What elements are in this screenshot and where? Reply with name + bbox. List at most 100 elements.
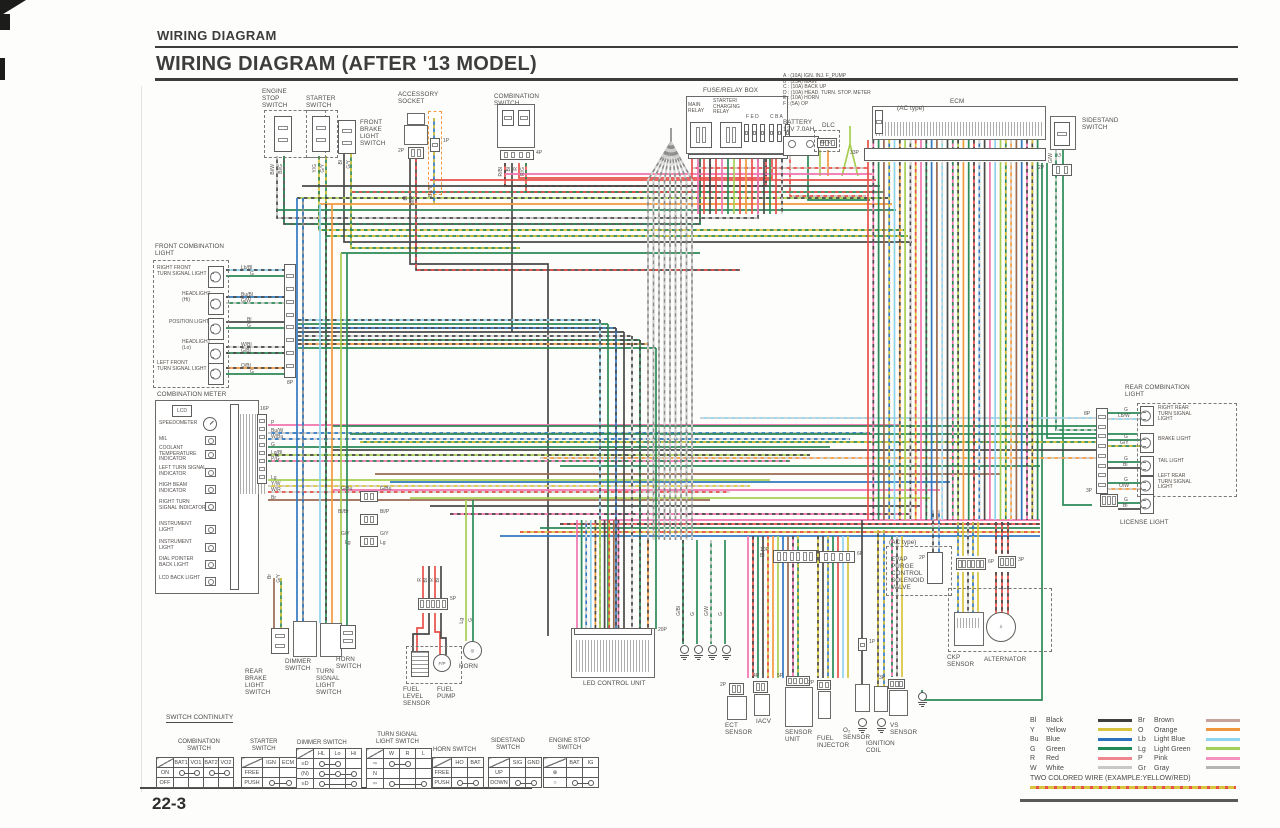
- table-corner-cell: [296, 748, 314, 759]
- fuse-b-pin: [777, 131, 782, 135]
- diagram-label: Bl: [1123, 503, 1128, 509]
- legend-name: Pink: [1154, 755, 1168, 762]
- two-colored-wire-label: TWO COLORED WIRE (EXAMPLE:YELLOW/RED): [1030, 775, 1191, 782]
- diagram-label: 5P: [450, 596, 457, 602]
- combination-switch-4p-connector: [500, 150, 534, 160]
- table-col-header: W: [383, 748, 400, 759]
- o2-ground-l3: [860, 732, 864, 733]
- diagram-label: INSTRUMENT LIGHT: [159, 521, 192, 533]
- diagram-label: ENGINE STOP SWITCH: [262, 88, 288, 110]
- diagram-label: G/Bl: [676, 606, 682, 616]
- diagram-label: G/W: [241, 298, 251, 304]
- diagram-label: 3P: [1018, 557, 1025, 563]
- fuse-e: [752, 124, 757, 142]
- bottom-right-rule: [1020, 799, 1238, 802]
- tail-light-bulb: [1140, 456, 1154, 476]
- o2-1p-connector-pin: [859, 642, 866, 647]
- coolant-temp-icon-dot: [207, 451, 214, 458]
- combination-switch-conn-b: [518, 110, 530, 126]
- front-light-8p-connector-pin: [286, 286, 294, 291]
- diagram-label: TAIL LIGHT: [1158, 458, 1185, 464]
- o2-sensor-body: [855, 684, 870, 712]
- diagram-label: RIGHT TURN SIGNAL INDICATOR: [159, 499, 206, 511]
- sensor-unit-5p-connector-pin: [793, 677, 798, 685]
- rear-light-8p-connector-pin: [1098, 483, 1106, 488]
- turn-signal-switch-box: [320, 623, 342, 657]
- sensor-unit-5p-connector-pin: [803, 677, 808, 685]
- left-front-turn-signal-bulb-filament: [210, 368, 221, 380]
- diagram-label: R/G: [520, 167, 526, 176]
- table-cell: [203, 777, 219, 788]
- diagram-label: Lb/Bl: [241, 265, 253, 271]
- wire: [343, 154, 912, 243]
- table-row: OFF: [156, 777, 234, 788]
- legend-name: Gray: [1154, 764, 1170, 772]
- diagram-label: G: [1124, 497, 1128, 503]
- diagram-label: DLC: [822, 122, 835, 129]
- table-row: ⇨: [366, 758, 432, 769]
- rear-light-8p-connector-pin: [1098, 473, 1106, 478]
- table-cell: [279, 767, 297, 778]
- meter-16p-connector-pin: [258, 427, 266, 431]
- continuity-table-title: COMBINATION SWITCH: [178, 739, 220, 752]
- front-light-8p-connector-pin: [286, 364, 294, 368]
- diagram-label: 6P: [857, 551, 864, 557]
- ground-2-l2: [695, 657, 701, 658]
- meter-16p-connector-pin: [258, 419, 266, 423]
- rear-combination-light-box: [1137, 403, 1237, 497]
- diagram-label: 3P: [1086, 488, 1093, 494]
- wire: [518, 154, 773, 179]
- table-row-label: DOWN: [488, 777, 510, 788]
- license-3p-connector-pin: [1102, 496, 1106, 505]
- rear-light-8p-connector-pin: [1098, 414, 1106, 419]
- diagram-label: Bl/R: [410, 196, 416, 206]
- table-row: FREE: [241, 767, 297, 778]
- iacv-4p-connector-pin: [755, 683, 760, 691]
- table-corner-cell: [156, 757, 174, 768]
- legend-code: O: [1138, 726, 1144, 734]
- dlc-connector-pin: [819, 139, 824, 147]
- tail-light-bulb-pin: [1143, 468, 1146, 470]
- vs-ground-l3: [920, 706, 924, 707]
- fuse-c-pin: [769, 131, 774, 135]
- diagram-label: Bu/Bl: [241, 292, 253, 298]
- table-cell: [415, 778, 432, 789]
- ecm-pin-labels: [876, 122, 1042, 136]
- meter-16p-connector-pin: [258, 467, 266, 471]
- diagram-label: FRONT BRAKE LIGHT SWITCH: [360, 119, 386, 148]
- fuel-injector-2p-connector-pin: [819, 681, 824, 689]
- engine-stop-switch-connector: [274, 116, 292, 152]
- diagram-label: 2P: [808, 680, 815, 686]
- table-cell: [525, 777, 542, 788]
- table-col-header: IG: [582, 757, 599, 768]
- alt-3p-connector-pin: [1010, 558, 1014, 566]
- diagram-label: VS SENSOR: [890, 722, 918, 737]
- wire: [849, 143, 859, 177]
- wire: [647, 141, 672, 540]
- diagram-label: SENSOR UNIT: [785, 729, 813, 744]
- dlc-box: [814, 130, 840, 152]
- fuse-f-pin: [744, 131, 749, 135]
- legend-name: Brown: [1154, 717, 1174, 724]
- diagram-label: 1P: [443, 138, 450, 144]
- diagram-label: Bl/W: [270, 164, 276, 175]
- diagram-label: W/Bl: [241, 342, 252, 348]
- diagram-label: G: [1124, 407, 1128, 413]
- table-cell: [203, 767, 219, 778]
- ground-1-l3: [682, 659, 686, 660]
- diagram-label: FRONT COMBINATION LIGHT: [155, 243, 224, 258]
- table-row-label: FREE: [241, 767, 263, 778]
- table-cell: [509, 767, 526, 778]
- led-pin-labels: [576, 640, 650, 672]
- wire: [412, 613, 430, 652]
- wire: [1055, 150, 1098, 431]
- table-col-header: L: [415, 748, 432, 759]
- continuity-table-title: SIDESTAND SWITCH: [491, 738, 525, 751]
- table-cell: [525, 767, 542, 778]
- scan-artifact-edge-2: [0, 58, 5, 80]
- ignition-coil-body: [874, 686, 888, 712]
